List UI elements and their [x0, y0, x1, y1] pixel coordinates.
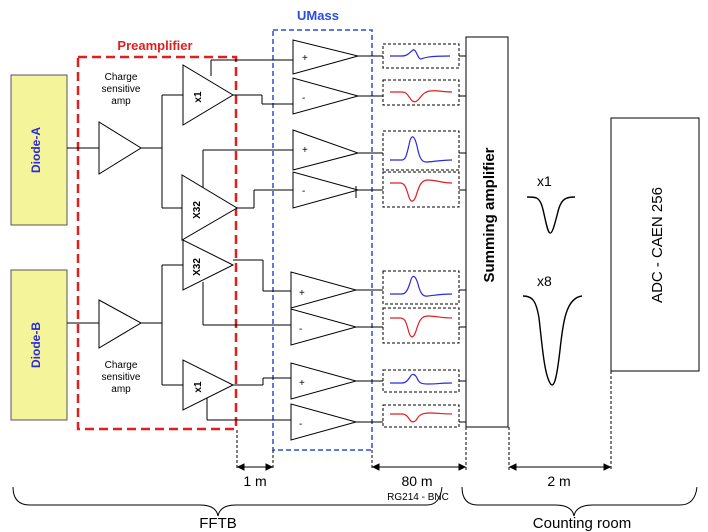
gain-x32-lower-label: X32 — [192, 258, 203, 276]
adc-box — [610, 117, 700, 372]
driver-1-plus: + — [302, 53, 308, 64]
distance-80m: 80 m — [401, 473, 432, 489]
diode-a: Diode-A — [10, 74, 68, 226]
driver-amp-8 — [290, 403, 358, 441]
csa-a-triangle — [98, 121, 142, 175]
fftb-label: FFTB — [199, 515, 237, 532]
pulse-waveforms — [390, 49, 453, 423]
distance-2m: 2 m — [547, 473, 570, 489]
distance-markers — [236, 371, 612, 470]
cable-type: RG214 - BNC — [387, 492, 449, 503]
pulse-pos-5 — [390, 275, 453, 297]
gain-x1-lower-triangle — [182, 359, 235, 411]
counting-room-brace — [461, 486, 698, 517]
driver-amp-1 — [292, 39, 360, 75]
output-pulse-x1 — [526, 196, 576, 234]
gain-x32-upper-label: X32 — [192, 201, 203, 219]
diode-b-label: Diode-B — [29, 322, 43, 368]
driver-4-minus: - — [302, 186, 305, 197]
gain-x1-output-label: x1 — [537, 173, 552, 189]
summing-amplifier-box — [465, 36, 509, 428]
pulse-pos-7 — [390, 373, 453, 385]
csa-a-line-2: sensitive — [102, 84, 141, 95]
driver-amp-2 — [292, 77, 360, 115]
driver-8-minus: - — [299, 419, 302, 430]
pulse-box-4 — [382, 171, 460, 208]
gain-x32-upper-triangle — [181, 174, 238, 241]
csa-b-triangle — [98, 299, 143, 349]
pulse-pos-1 — [390, 49, 451, 60]
driver-amp-4 — [292, 171, 360, 209]
pulse-neg-8 — [390, 412, 453, 423]
pulse-pos-3 — [390, 136, 453, 163]
gain-x1-upper-triangle — [182, 64, 234, 126]
umass-label: UMass — [297, 8, 339, 23]
fftb-brace — [12, 486, 443, 517]
csa-b-line-3: amp — [111, 384, 131, 395]
pulse-neg-6 — [390, 315, 453, 338]
driver-amp-7 — [290, 362, 358, 400]
pulse-box-8 — [382, 404, 460, 428]
driver-amp-6 — [290, 308, 358, 346]
summing-amplifier-label: Summing amplifier — [481, 147, 498, 282]
distance-arrows — [236, 463, 612, 471]
pulse-boxes — [382, 43, 460, 428]
pulse-box-7 — [382, 369, 460, 393]
distance-1m: 1 m — [243, 473, 266, 489]
pulse-neg-4 — [390, 179, 453, 202]
pulse-box-6 — [382, 307, 460, 344]
driver-amps — [290, 39, 360, 441]
output-pulse-x8 — [522, 295, 583, 386]
driver-amp-5 — [290, 271, 358, 309]
csa-a-line-3: amp — [111, 96, 131, 107]
gain-x32-lower-triangle — [182, 239, 235, 291]
diode-b: Diode-B — [10, 269, 68, 421]
preamplifier-box — [76, 55, 238, 431]
driver-3-plus: + — [302, 145, 308, 156]
csa-a-line-1: Charge — [105, 72, 138, 83]
preamplifier-label: Preamplifier — [117, 38, 192, 53]
pulse-box-5 — [382, 270, 460, 305]
adc-label: ADC - CAEN 256 — [649, 187, 666, 303]
diode-a-label: Diode-A — [29, 127, 43, 173]
driver-2-minus: - — [302, 93, 305, 104]
gain-x8-output-label: x8 — [537, 273, 552, 289]
gain-x1-upper-label: x1 — [193, 91, 204, 103]
gain-x1-lower-label: x1 — [193, 381, 204, 393]
pulse-neg-2 — [390, 90, 453, 103]
pulse-box-3 — [382, 130, 460, 171]
csa-b-line-1: Charge — [105, 360, 138, 371]
counting-room-label: Counting room — [533, 515, 631, 532]
driver-5-plus: + — [299, 288, 305, 299]
umass-box — [272, 29, 373, 451]
driver-7-plus: + — [299, 378, 305, 389]
driver-6-minus: - — [299, 324, 302, 335]
driver-amp-3 — [292, 129, 360, 171]
csa-b-line-2: sensitive — [102, 372, 141, 383]
